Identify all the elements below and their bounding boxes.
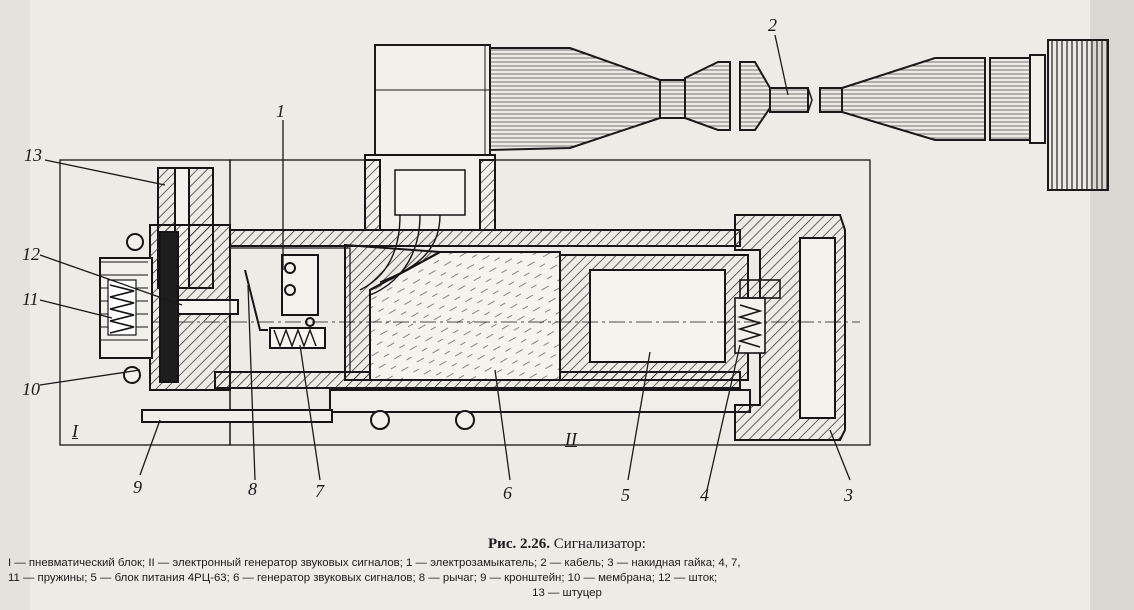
figure-caption: Рис. 2.26. Сигнализатор: bbox=[0, 536, 1134, 553]
callout-11: 11 bbox=[22, 289, 39, 309]
callout-10: 10 bbox=[22, 379, 40, 399]
callout-6: 6 bbox=[503, 483, 512, 503]
callout-5: 5 bbox=[621, 485, 630, 505]
callout-8: 8 bbox=[248, 479, 257, 499]
callout-2: 2 bbox=[768, 15, 777, 35]
callout-7: 7 bbox=[315, 481, 324, 501]
callout-1: 1 bbox=[276, 101, 285, 121]
legend-line-2: 11 — пружины; 5 — блок питания 4РЦ-63; 6… bbox=[8, 572, 718, 584]
callout-3: 3 bbox=[844, 485, 853, 505]
callout-9: 9 bbox=[133, 477, 142, 497]
zone-label-I: I bbox=[72, 421, 78, 441]
page-edge-left bbox=[0, 0, 30, 610]
callout-4: 4 bbox=[700, 485, 709, 505]
legend-line-1: I — пневматический блок; II — электронны… bbox=[8, 557, 741, 569]
figure-number: Рис. 2.26. bbox=[488, 536, 550, 552]
pneumatic-block bbox=[99, 167, 475, 430]
callout-13: 13 bbox=[24, 145, 42, 165]
figure-legend: I — пневматический блок; II — электронны… bbox=[8, 556, 1126, 601]
figure-title: Сигнализатор: bbox=[553, 536, 646, 552]
legend-line-3: 13 — штуцер bbox=[532, 587, 602, 599]
cable-assembly bbox=[374, 39, 1109, 191]
leader-lines bbox=[39, 34, 851, 491]
callout-12: 12 bbox=[22, 244, 40, 264]
zone-label-II: II bbox=[565, 429, 577, 449]
housing bbox=[59, 154, 871, 446]
